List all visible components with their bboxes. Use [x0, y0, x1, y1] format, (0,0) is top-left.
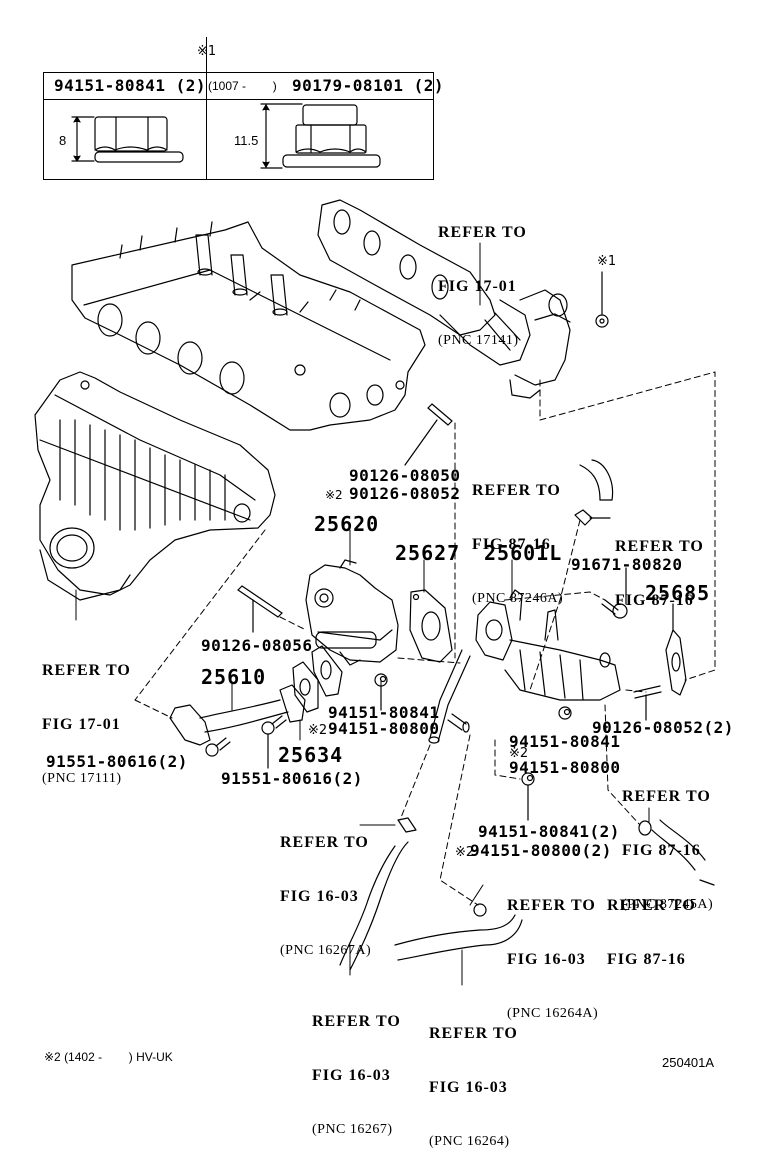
part-number[interactable]: 94151-80841(2): [478, 822, 620, 841]
reference-pnc: (PNC 16264): [429, 1134, 510, 1149]
reference-heading: REFER TO: [607, 897, 696, 914]
reference-heading: REFER TO: [312, 1013, 401, 1030]
dimension-label: 11.5: [234, 133, 259, 148]
intake-manifold-drawing: [34, 371, 276, 601]
reference-pnc: (PNC 17141): [438, 333, 519, 348]
reference-figure: FIG 17-01: [438, 278, 517, 295]
marker-2: ※2: [325, 488, 343, 502]
reference-heading: REFER TO: [429, 1025, 518, 1042]
reference-pnc: (PNC 87245A): [622, 897, 714, 912]
reference-figure: FIG 16-03: [312, 1067, 391, 1084]
figure-reference[interactable]: REFER TO FIG 17-01 (PNC 17141): [438, 188, 527, 368]
reference-pnc: (PNC 16267A): [280, 943, 372, 958]
part-number[interactable]: 94151-80800: [328, 719, 440, 738]
gasket-icon: [292, 645, 343, 713]
reference-figure: FIG 17-01: [42, 716, 121, 733]
part-number[interactable]: 90126-08056: [201, 636, 313, 655]
part-number[interactable]: 90126-08052: [349, 484, 461, 503]
part-number[interactable]: 91671-80820: [571, 555, 683, 574]
reference-heading: REFER TO: [622, 788, 711, 805]
reference-figure: FIG 87-16: [472, 536, 551, 553]
part-number[interactable]: 25620: [314, 512, 380, 536]
nut-icon: [521, 706, 572, 821]
flange-bolt-icon: [205, 715, 287, 769]
part-number[interactable]: 94151-80800: [509, 758, 621, 777]
marker-1: ※1: [597, 254, 617, 269]
reference-heading: REFER TO: [615, 538, 704, 555]
part-number[interactable]: 91551-80616(2): [46, 752, 188, 771]
fastener-legend-table: [43, 37, 434, 180]
figure-reference[interactable]: REFER TO FIG 87-16: [615, 502, 704, 628]
figure-reference[interactable]: REFER TO FIG 16-03 (PNC 16264A): [507, 861, 598, 1041]
figure-reference[interactable]: REFER TO FIG 87-16 (PNC 87246A): [472, 446, 563, 626]
reference-heading: REFER TO: [472, 482, 561, 499]
marker-2: ※2: [509, 746, 529, 761]
reference-pnc: (PNC 16267): [312, 1122, 393, 1137]
part-number[interactable]: 25627: [395, 541, 461, 565]
figure-reference[interactable]: REFER TO FIG 87-16 (PNC 87245A): [622, 752, 713, 932]
egr-valve-drawing: [305, 559, 399, 666]
leader-lines: [75, 242, 650, 986]
parts-drawing: [34, 103, 716, 986]
gasket-icon: [409, 589, 453, 663]
footnote: ※2 (1402 - ) HV-UK: [44, 1050, 173, 1064]
reference-figure: FIG 87-16: [607, 951, 686, 968]
egr-pipe-drawing: [169, 684, 306, 746]
legend-part-number[interactable]: 90179-08101 (2): [292, 76, 444, 95]
exhaust-manifold-drawing: [317, 199, 571, 399]
reference-figure: FIG 87-16: [615, 592, 694, 609]
stud-bolt-icon: [237, 585, 283, 633]
reference-heading: REFER TO: [280, 834, 369, 851]
part-number[interactable]: 25685: [645, 581, 711, 605]
part-number[interactable]: 94151-80841: [328, 703, 440, 722]
stud-bolt-icon: [404, 403, 453, 466]
reference-figure: FIG 16-03: [429, 1079, 508, 1096]
dimension-label: 8: [59, 133, 67, 148]
legend-part-number[interactable]: 94151-80841 (2): [54, 76, 206, 95]
figure-reference[interactable]: REFER TO FIG 17-01 (PNC 17111): [42, 626, 131, 806]
reference-heading: REFER TO: [507, 897, 596, 914]
reference-figure: FIG 16-03: [507, 951, 586, 968]
nut-11-5mm-icon: [260, 103, 381, 169]
reference-heading: REFER TO: [438, 224, 527, 241]
figure-reference[interactable]: REFER TO FIG 16-03 (PNC 16267): [312, 977, 401, 1157]
part-number[interactable]: 25601L: [484, 541, 563, 565]
legend-marker: ※1: [197, 44, 217, 59]
reference-heading: REFER TO: [42, 662, 131, 679]
part-number[interactable]: 90126-08050: [349, 466, 461, 485]
flange-bolt-icon: [601, 567, 628, 619]
part-number[interactable]: 25634: [278, 743, 344, 767]
figure-reference[interactable]: REFER TO FIG 87-16: [607, 861, 696, 987]
water-hose-drawing: [339, 459, 715, 971]
nut-icon: [595, 271, 609, 328]
legend-table-header: [44, 73, 433, 100]
figure-reference[interactable]: REFER TO FIG 16-03 (PNC 16264): [429, 989, 518, 1169]
part-number[interactable]: 90126-08052(2): [592, 718, 734, 737]
legend-table-divider: [206, 37, 207, 180]
reference-pnc: (PNC 16264A): [507, 1006, 599, 1021]
figure-id: 250401A: [662, 1055, 715, 1070]
nut-8mm-icon: [71, 116, 184, 163]
reference-figure: FIG 16-03: [280, 888, 359, 905]
dashed-alignment-lines: [134, 371, 716, 906]
marker-2: ※2: [455, 845, 475, 860]
gasket-icon: [665, 603, 687, 696]
part-number[interactable]: 91551-80616(2): [221, 769, 363, 788]
water-pipe-drawing: [428, 649, 471, 744]
reference-pnc: (PNC 17111): [42, 771, 122, 786]
reference-pnc: (PNC 87246A): [472, 591, 564, 606]
legend-date-range: (1007 - ): [208, 79, 277, 93]
part-number[interactable]: 94151-80841: [509, 732, 621, 751]
part-number[interactable]: 25610: [201, 665, 267, 689]
reference-figure: FIG 87-16: [622, 842, 701, 859]
cylinder-head-drawing: [71, 221, 426, 431]
figure-reference[interactable]: REFER TO FIG 16-03 (PNC 16267A): [280, 798, 371, 978]
marker-2: ※2: [308, 723, 328, 738]
part-number[interactable]: 94151-80800(2): [470, 841, 612, 860]
